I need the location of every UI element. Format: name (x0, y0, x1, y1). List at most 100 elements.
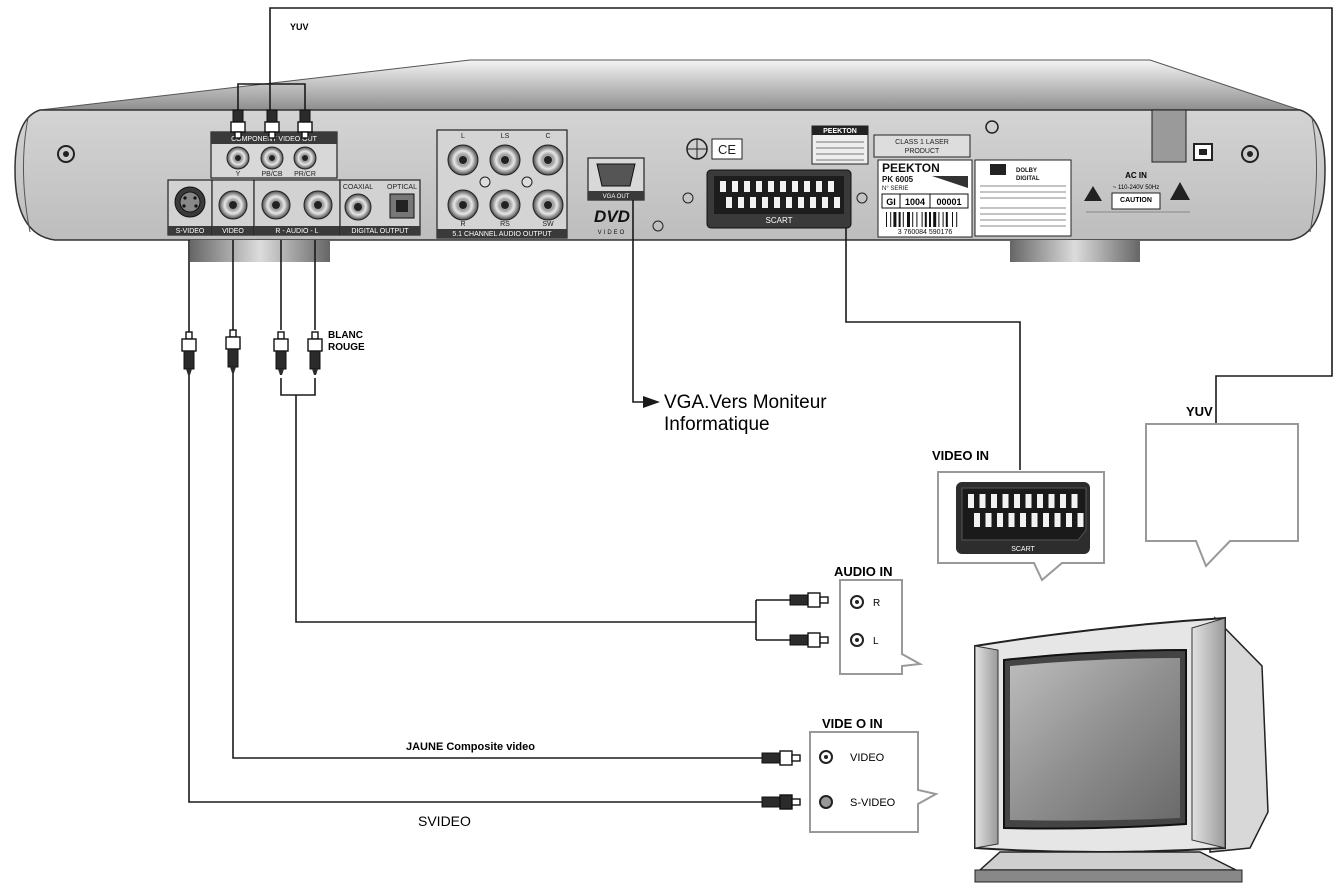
barcode-bar (933, 212, 937, 227)
barcode-bar (942, 212, 944, 227)
yuv-callout (1145, 423, 1299, 568)
scart-pin (810, 197, 816, 208)
scart-pin (991, 494, 997, 508)
scart-pins (720, 181, 840, 208)
small-brand-text: PEEKTON (823, 128, 857, 135)
component-label: COMPONENT VIDEO OUT (231, 136, 318, 143)
barcode-bar (952, 212, 953, 227)
vga-out-port: VGA OUT (587, 157, 645, 201)
audio-panel-label: R - AUDIO - L (275, 228, 318, 235)
scart-pin (816, 181, 822, 192)
ac-volt-text: ~ 110-240V 50Hz (1113, 185, 1159, 191)
svideo-jack-label: S-VIDEO (850, 797, 896, 809)
video-in-label: VIDEO IN (932, 448, 989, 463)
optical-label: OPTICAL (387, 184, 417, 191)
vga-label-line2: Informatique (664, 414, 770, 435)
rca-plug (307, 331, 323, 375)
component-jack-pb (260, 146, 284, 170)
scart-pin (1077, 513, 1084, 527)
barcode-bar (921, 212, 923, 227)
barcode-bar (898, 212, 901, 227)
barcode-bar (945, 212, 948, 227)
caution-text: CAUTION (1120, 197, 1152, 204)
dolby-text: DOLBY (1016, 168, 1037, 174)
scart-pin (1008, 513, 1015, 527)
rca-plug (789, 632, 829, 648)
barcode-bar (938, 212, 940, 227)
scart-pin (798, 197, 804, 208)
yuv-right-label: YUV (1186, 404, 1213, 419)
rca-plug (273, 331, 289, 375)
audio-l-label: L (873, 636, 879, 647)
scart-pin (750, 197, 756, 208)
audio-in-l-jack (850, 633, 864, 647)
brand-text: PEEKTON (882, 161, 940, 175)
television (974, 616, 1269, 883)
model-text: PK 6005 (882, 175, 914, 184)
blanc-label: BLANC (328, 330, 363, 341)
scart-pin (1071, 494, 1078, 508)
rouge-label: ROUGE (328, 342, 365, 353)
scart-pin (792, 181, 798, 192)
rca-plug (264, 109, 280, 139)
scart-video-in-callout: SCART (937, 471, 1105, 582)
jaune-composite-label: JAUNE Composite video (406, 741, 535, 753)
scart-port: SCART (706, 169, 852, 229)
component-jack-y (226, 146, 250, 170)
ch-rs-label: RS (500, 221, 510, 228)
component-video-out: COMPONENT VIDEO OUT Y PB/CB PR/CR (210, 131, 338, 179)
scart-pin (1060, 494, 1066, 508)
scart-pin (979, 494, 986, 508)
scart-panel-label: SCART (766, 216, 793, 225)
five-one-channel-output: L LS C R RS SW 5.1 CHANNEL AUDIO OUTPUT (436, 129, 568, 239)
scart-pin (828, 181, 834, 192)
barcode-bar (907, 212, 910, 227)
scart-pin (786, 197, 792, 208)
barcode-bar (916, 212, 918, 227)
label-pr: PR/CR (294, 171, 316, 178)
rca-plug (789, 592, 829, 608)
ac-in-text: AC IN (1125, 171, 1147, 180)
barcode-bar (902, 212, 904, 227)
scart-pin (780, 181, 786, 192)
vide-o-in-label: VIDE O IN (822, 716, 883, 731)
ac-in-area: AC IN ~ 110-240V 50Hz CAUTION (985, 109, 1213, 213)
scart-pin (1037, 494, 1043, 508)
barcode-digits: 3 760084 590176 (898, 229, 953, 236)
video-panel-label: VIDEO (222, 228, 244, 235)
dvd-logo-text: DVD (594, 207, 630, 226)
dolby-label: DOLBY DIGITAL (974, 159, 1072, 237)
scart-pin (974, 513, 980, 527)
cable-lines (188, 7, 1333, 803)
rca-plug (761, 750, 801, 766)
yuv-top-label: YUV (290, 22, 309, 32)
svideo-bottom-label: SVIDEO (418, 813, 471, 829)
scart-pin (720, 181, 726, 192)
scart-pin (756, 181, 762, 192)
barcode-bar (886, 212, 887, 227)
scart-pin (985, 513, 992, 527)
scart-pin (997, 513, 1003, 527)
scart-pin (968, 494, 974, 508)
svideo-in-jack (819, 795, 833, 809)
ch-r-label: R (460, 221, 465, 228)
rca-plug (297, 109, 313, 139)
ce-text: CE (718, 142, 736, 157)
barcode-bar (929, 212, 931, 227)
coaxial-label: COAXIAL (343, 184, 373, 191)
video-in-jack (819, 750, 833, 764)
scart-in-pins (968, 494, 1084, 527)
vga-out-label: VGA OUT (603, 194, 630, 200)
video-in-callout (809, 731, 939, 833)
scart-pin (804, 181, 810, 192)
scart-pin (738, 197, 744, 208)
channel-audio-label: 5.1 CHANNEL AUDIO OUTPUT (452, 231, 552, 238)
serie-text: N° SERIE (882, 186, 908, 192)
barcode-bar (912, 212, 914, 227)
scart-pin (1020, 513, 1026, 527)
video-jack-label: VIDEO (850, 752, 885, 764)
scart-pin (732, 181, 738, 192)
component-jack-pr (293, 146, 317, 170)
barcode-bar (956, 212, 958, 227)
